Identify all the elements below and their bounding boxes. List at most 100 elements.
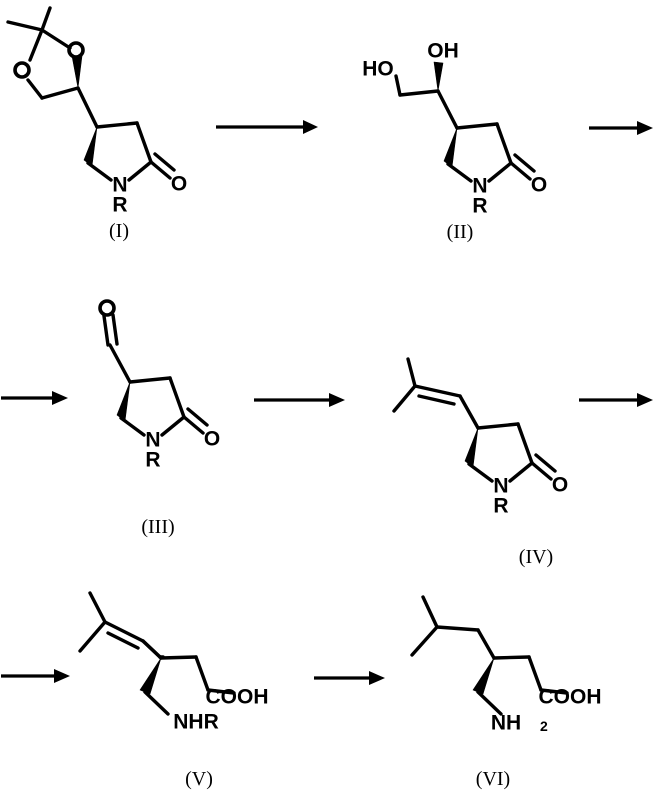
- lactam-bond-c3-c2: [516, 422, 534, 465]
- alkene-bond-b: [106, 631, 140, 650]
- wedge-c4-to-o3: [71, 55, 83, 89]
- dioxolane-bond-c2-o3: [40, 28, 72, 50]
- methyl-bond-a: [406, 357, 417, 388]
- wedge-ch-to-oh: [433, 61, 444, 92]
- atom-label-carbonyl-oxygen: O: [552, 474, 568, 497]
- aldehyde-oxygen-icon: [98, 299, 116, 317]
- lactam-bond-c2-n: [160, 415, 186, 437]
- atom-label-carbonyl-oxygen: O: [531, 174, 547, 197]
- bond-stereocenter-to-ch2: [492, 655, 531, 660]
- aldehyde-double-bond-a: [102, 314, 110, 347]
- atom-label-r-group: R: [493, 495, 508, 518]
- ring-oxygen-3-icon: [67, 41, 85, 59]
- atom-label-amine-subscript: 2: [540, 718, 548, 734]
- bond-to-stereocenter: [141, 639, 163, 660]
- arrow-head: [54, 669, 70, 683]
- carbonyl-bond-b: [534, 453, 557, 473]
- carbonyl-bond-a: [530, 461, 553, 481]
- methyl-bond-b: [6, 20, 44, 32]
- structure-IV: O N R (IV): [392, 357, 568, 568]
- structure-label-II: (II): [447, 221, 474, 243]
- methyl-bond-b: [392, 384, 417, 413]
- lactam-bond-c3-c2: [168, 376, 186, 419]
- wedge-c4-to-c5: [116, 381, 131, 422]
- structure-VI: COOH NH 2 (VI): [410, 595, 602, 790]
- lactam-bond-c4-c3: [95, 121, 139, 129]
- dioxolane-bond-c5-c4: [40, 86, 80, 100]
- wedge-c4-to-c5: [83, 126, 98, 167]
- wedge-to-ch2n: [472, 657, 495, 695]
- methyl-bond-a: [421, 595, 439, 629]
- carbonyl-bond-b: [186, 407, 209, 427]
- atom-label-nitrogen: N: [493, 475, 508, 498]
- atom-label-r-group: R: [472, 195, 487, 218]
- bond-ch-to-lactam: [436, 89, 459, 130]
- arrow-head: [369, 671, 385, 685]
- atom-label-carbonyl-oxygen: O: [204, 428, 220, 451]
- bond-to-cooh-label: [206, 688, 236, 695]
- bond-ho-to-ch2: [394, 74, 402, 97]
- lactam-bond-c4-c3: [476, 422, 520, 430]
- bond-ch2-to-cooh: [194, 655, 210, 692]
- wedge-c4-to-c5: [443, 127, 458, 168]
- lactam-bond-c2-n: [487, 161, 513, 183]
- atom-label-secondary-hydroxyl: OH: [427, 40, 459, 63]
- arrow-head: [637, 393, 653, 407]
- lactam-bond-c4-c3: [128, 376, 172, 384]
- bond-dioxolane-to-lactam: [76, 86, 99, 129]
- atom-label-carboxylic-acid: COOH: [539, 686, 602, 709]
- lactam-bond-c3-c2: [495, 122, 513, 165]
- reaction-arrow-4: [254, 393, 345, 407]
- carbonyl-bond-a: [182, 415, 205, 435]
- bond-alkene-to-lactam: [458, 394, 480, 430]
- methyl-bond-a: [88, 591, 107, 624]
- reaction-arrow-6: [1, 669, 70, 683]
- ring-oxygen-1-icon: [13, 61, 31, 79]
- structure-I: O N R (I): [6, 6, 187, 242]
- carbonyl-bond-b: [513, 153, 536, 173]
- alkene-bond-b: [417, 394, 456, 406]
- atom-label-nitrogen: N: [472, 175, 487, 198]
- arrow-head: [303, 120, 318, 134]
- alkene-bond-a: [413, 384, 462, 398]
- atom-label-nitrogen: N: [112, 174, 127, 197]
- reaction-arrow-7: [314, 671, 385, 685]
- atom-label-primary-hydroxyl: HO: [362, 58, 394, 81]
- arrow-head: [637, 121, 653, 135]
- dioxolane-bond-c2-o1: [28, 28, 44, 62]
- structure-label-V: (V): [185, 768, 213, 790]
- bond-ch-to-ch2: [435, 625, 480, 632]
- atom-label-nitrogen: N: [145, 429, 160, 452]
- methyl-bond-a: [40, 6, 52, 32]
- bond-ch2-to-cooh: [527, 655, 543, 692]
- structure-III: O N R (III): [98, 299, 220, 538]
- structure-II: HO OH O N R (II): [362, 40, 547, 243]
- lactam-bond-c4-c3: [455, 122, 499, 130]
- bond-cho-to-lactam: [108, 343, 132, 384]
- lactam-bond-c2-n: [127, 160, 153, 182]
- atom-label-secondary-amine: NHR: [173, 711, 219, 734]
- bond-ch2-to-nh2: [476, 690, 503, 716]
- atom-label-carboxylic-acid: COOH: [206, 686, 269, 709]
- wedge-c4-to-c5: [464, 427, 479, 468]
- wedge-to-ch2n: [139, 657, 162, 695]
- reaction-arrow-3: [1, 391, 68, 405]
- methyl-bond-b: [410, 625, 439, 657]
- bond-ch2-to-nhr: [143, 690, 170, 716]
- reaction-arrow-1: [216, 120, 318, 134]
- arrow-head: [52, 391, 68, 405]
- aldehyde-double-bond-b: [111, 313, 119, 346]
- dioxolane-bond-o1-c5: [26, 78, 44, 100]
- bond-stereocenter-to-ch2: [159, 655, 198, 660]
- structure-label-VI: (VI): [476, 768, 510, 790]
- structure-label-I: (I): [109, 220, 129, 242]
- carbonyl-bond-a: [509, 161, 532, 181]
- reaction-arrow-5: [579, 393, 653, 407]
- bond-ch2-to-stereocenter: [476, 628, 496, 660]
- atom-label-r-group: R: [145, 449, 160, 472]
- carbonyl-bond-b: [153, 152, 176, 172]
- alkene-bond-a: [103, 620, 145, 643]
- atom-label-carbonyl-oxygen: O: [171, 173, 187, 196]
- methyl-bond-b: [78, 620, 107, 653]
